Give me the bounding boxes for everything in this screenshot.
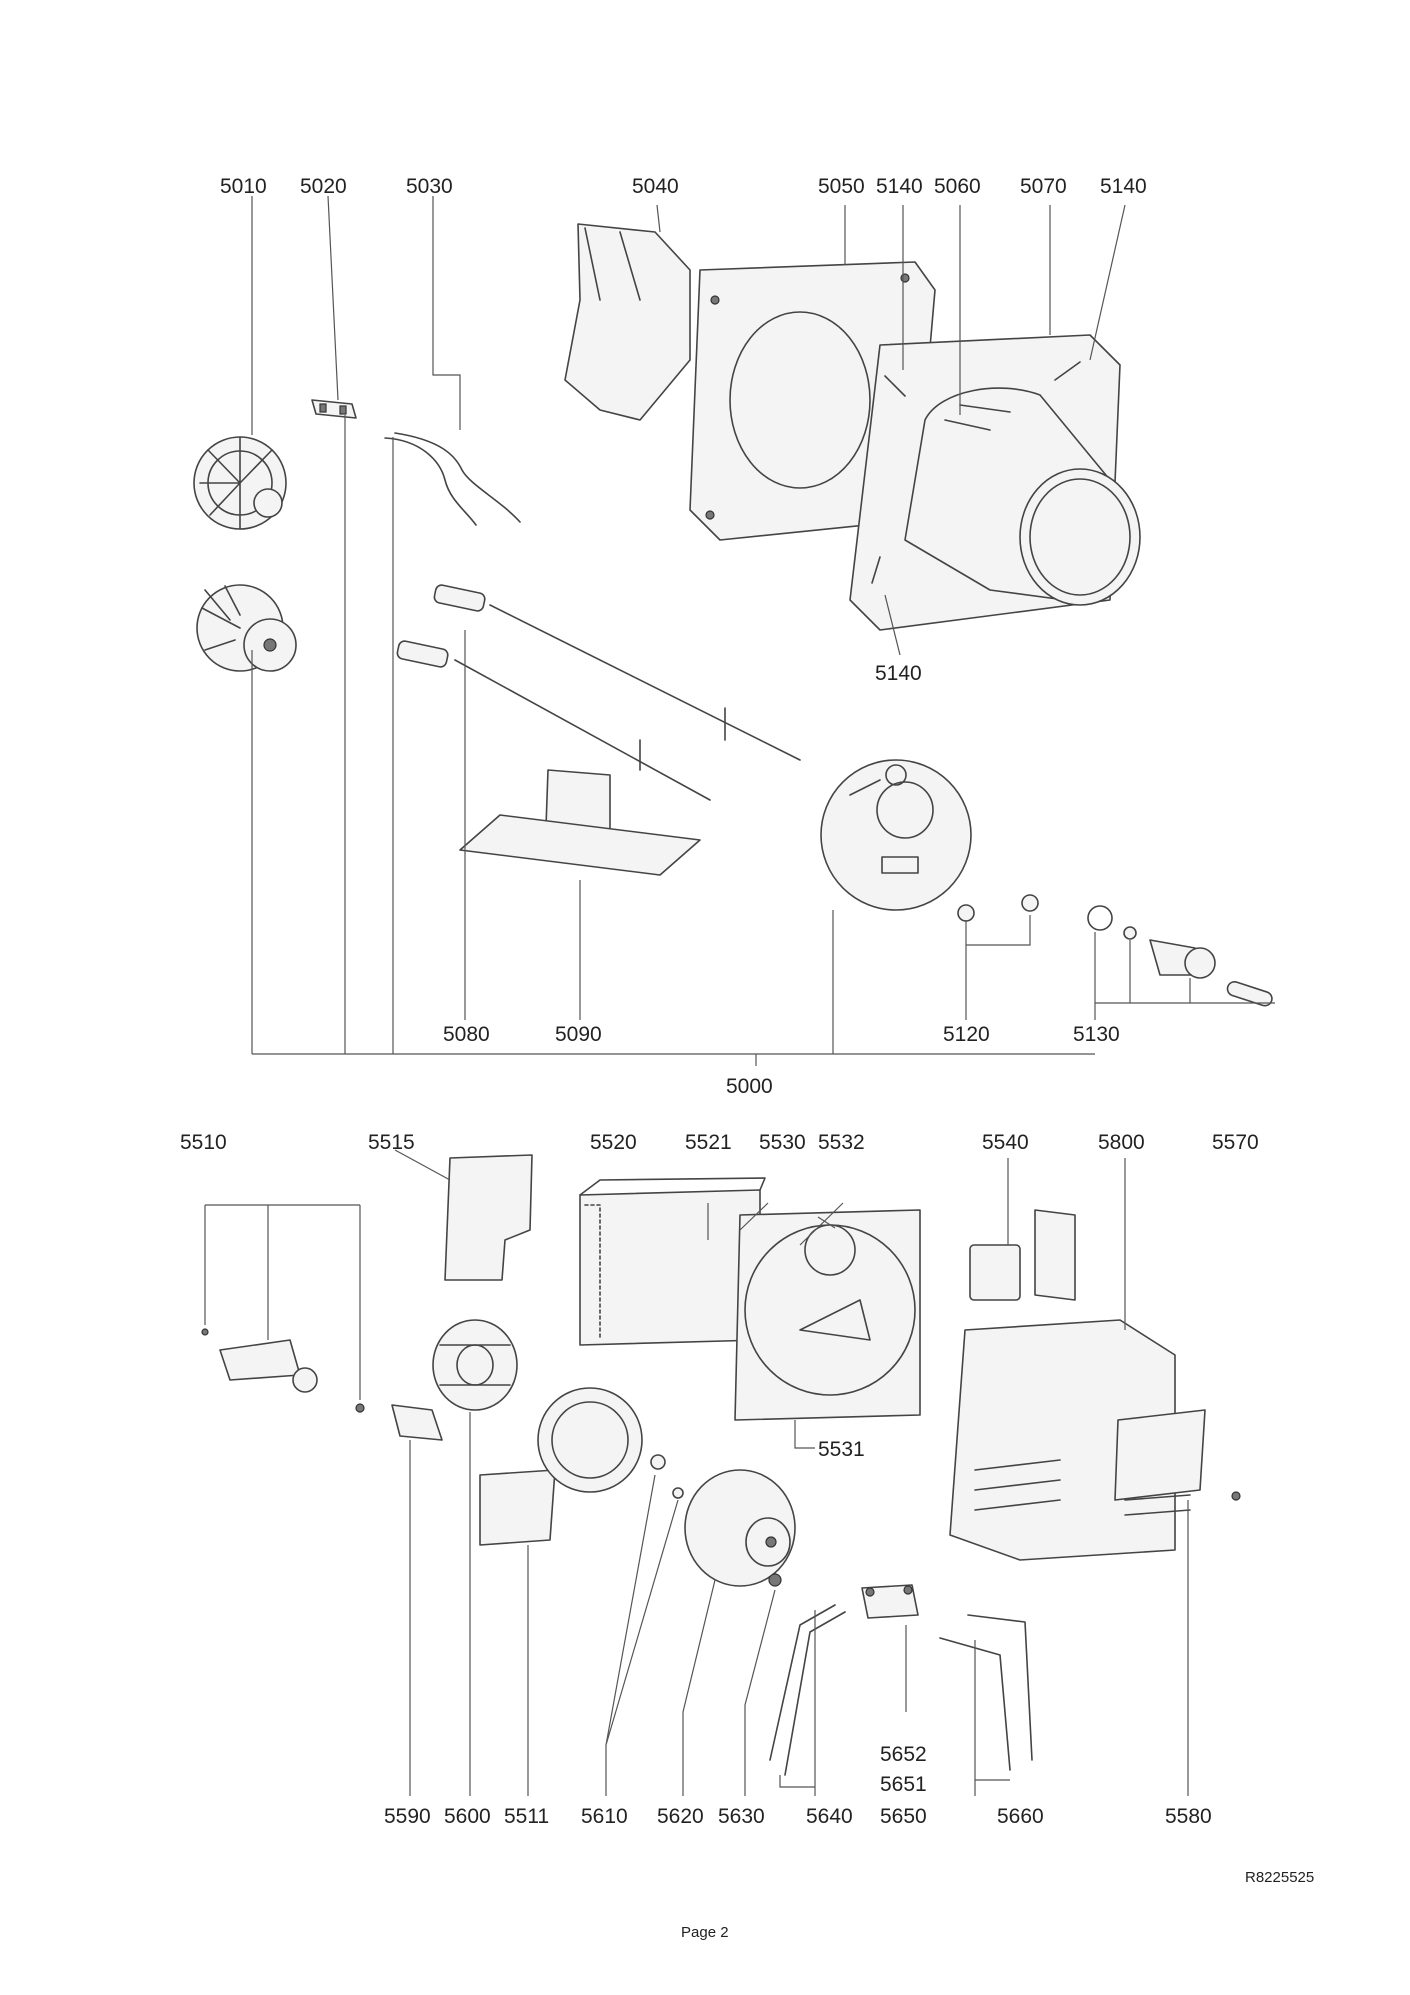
part-5060-blast-tube — [904, 387, 1141, 606]
part-5080-nozzle-line — [396, 584, 801, 801]
part-5600-blower-wheel — [432, 1319, 518, 1411]
label-5610: 5610 — [581, 1805, 628, 1828]
part-5515-bracket-plate — [394, 1149, 533, 1281]
label-5570: 5570 — [1212, 1131, 1259, 1154]
label-5650: 5650 — [880, 1805, 927, 1828]
label-5540: 5540 — [982, 1131, 1029, 1154]
label-5050: 5050 — [818, 175, 865, 198]
part-5510-assembly — [201, 1204, 365, 1413]
label-5580: 5580 — [1165, 1805, 1212, 1828]
page-number: Page 2 — [681, 1924, 729, 1941]
part-5040-air-duct — [564, 223, 691, 421]
label-5090: 5090 — [555, 1023, 602, 1046]
label-5140-c: 5140 — [875, 662, 922, 685]
label-5651: 5651 — [880, 1773, 927, 1796]
label-5120: 5120 — [943, 1023, 990, 1046]
part-5520-housing — [579, 1177, 766, 1346]
part-5530-fan-housing — [734, 1209, 921, 1421]
label-5140-a: 5140 — [876, 175, 923, 198]
label-5660: 5660 — [997, 1805, 1044, 1828]
part-5010-fan-wheel-rear — [196, 584, 297, 672]
label-5600: 5600 — [444, 1805, 491, 1828]
label-5515: 5515 — [368, 1131, 415, 1154]
part-5660-cable — [939, 1614, 1033, 1771]
label-5140-b: 5140 — [1100, 175, 1147, 198]
label-5521: 5521 — [685, 1131, 732, 1154]
label-5530: 5530 — [759, 1131, 806, 1154]
label-5020: 5020 — [300, 175, 347, 198]
part-number-labels: 5010 5020 5030 5040 5050 5140 5060 5070 … — [180, 175, 1259, 1828]
label-5030: 5030 — [406, 175, 453, 198]
label-5531: 5531 — [818, 1438, 865, 1461]
drawing-reference: R8225525 — [1245, 1869, 1314, 1886]
part-5090-deflector-plate — [459, 769, 701, 876]
part-5650-solenoid-valve — [861, 1584, 919, 1619]
label-5000: 5000 — [726, 1075, 773, 1098]
label-5510: 5510 — [180, 1131, 227, 1154]
label-5800: 5800 — [1098, 1131, 1145, 1154]
part-5800-cover — [949, 1319, 1206, 1561]
part-5610-fittings — [650, 1454, 684, 1499]
part-5030-tubes — [384, 432, 521, 526]
label-5590: 5590 — [384, 1805, 431, 1828]
label-5640: 5640 — [806, 1805, 853, 1828]
label-5652: 5652 — [880, 1743, 927, 1766]
part-5020-clip — [311, 399, 357, 419]
label-5080: 5080 — [443, 1023, 490, 1046]
part-5640-oil-tubes — [769, 1604, 846, 1776]
part-front-cover — [820, 759, 972, 911]
part-5120-nuts — [957, 894, 1039, 922]
part-5540-relay — [969, 1209, 1076, 1301]
bottom-leader-lines — [409, 1158, 1189, 1796]
label-5520: 5520 — [590, 1131, 637, 1154]
top-leader-lines — [251, 195, 1275, 1066]
label-5532: 5532 — [818, 1131, 865, 1154]
part-5130-fitting-kit — [1087, 905, 1273, 1007]
label-5630: 5630 — [718, 1805, 765, 1828]
label-5620: 5620 — [657, 1805, 704, 1828]
label-5070: 5070 — [1020, 175, 1067, 198]
part-5511-bracket — [479, 1387, 643, 1546]
label-5511: 5511 — [504, 1805, 549, 1828]
label-5060: 5060 — [934, 175, 981, 198]
label-5130: 5130 — [1073, 1023, 1120, 1046]
part-5010-fan-wheel-front — [193, 436, 287, 530]
label-5010: 5010 — [220, 175, 267, 198]
label-5040: 5040 — [632, 175, 679, 198]
part-5570-screw — [1231, 1491, 1241, 1501]
part-5140-studs — [871, 361, 1081, 584]
part-5620-motor — [684, 1469, 796, 1587]
part-5590-block — [391, 1404, 443, 1441]
